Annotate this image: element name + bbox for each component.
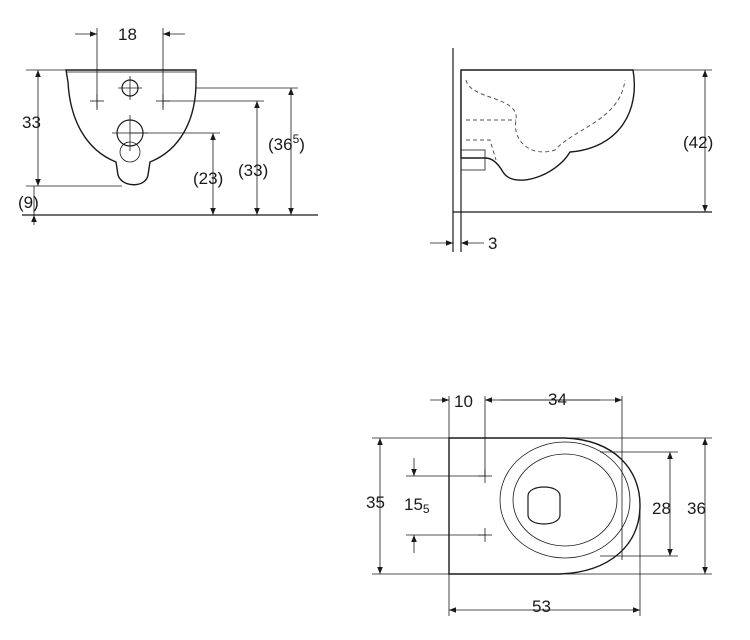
top-outlet [527, 486, 561, 525]
front-dim-9: (9) [18, 193, 39, 212]
front-dim-18: 18 [118, 25, 137, 44]
front-dim-36-close: ) [299, 135, 305, 154]
top-dim-36: 36 [687, 499, 706, 518]
top-dim-10: 10 [454, 392, 473, 411]
top-dim-35: 35 [366, 493, 385, 512]
side-bowl-inner [465, 79, 626, 153]
top-dim-34: 34 [548, 390, 567, 409]
top-dim-53: 53 [532, 597, 551, 616]
front-dim-23: (23) [193, 169, 223, 188]
side-view: (42) 3 [430, 48, 713, 253]
side-dim-42: (42) [683, 133, 713, 152]
side-bowl-outline [460, 69, 635, 181]
top-dim-15-sub: 5 [423, 502, 430, 516]
front-view: 18 33 (9) (23) (33) (365) [18, 25, 318, 225]
top-bowl-opening [512, 453, 618, 547]
front-dim-36-sup: 5 [293, 132, 300, 146]
side-outlet [460, 149, 486, 171]
front-dim-33-left: 33 [22, 113, 41, 132]
top-dim-15-main: 15 [404, 495, 423, 514]
top-dim-28: 28 [652, 499, 671, 518]
top-bowl-outline [448, 437, 641, 575]
top-bowl-rim [499, 441, 631, 559]
front-bowl-outline [65, 69, 197, 186]
front-dim-36-main: (36 [268, 135, 293, 154]
top-view: 10 34 35 155 28 36 53 [366, 390, 712, 616]
front-dim-36-5: (365) [268, 132, 305, 154]
front-dim-33-right: (33) [238, 161, 268, 180]
top-dim-15-5: 155 [404, 495, 430, 516]
side-dim-3: 3 [488, 234, 497, 253]
